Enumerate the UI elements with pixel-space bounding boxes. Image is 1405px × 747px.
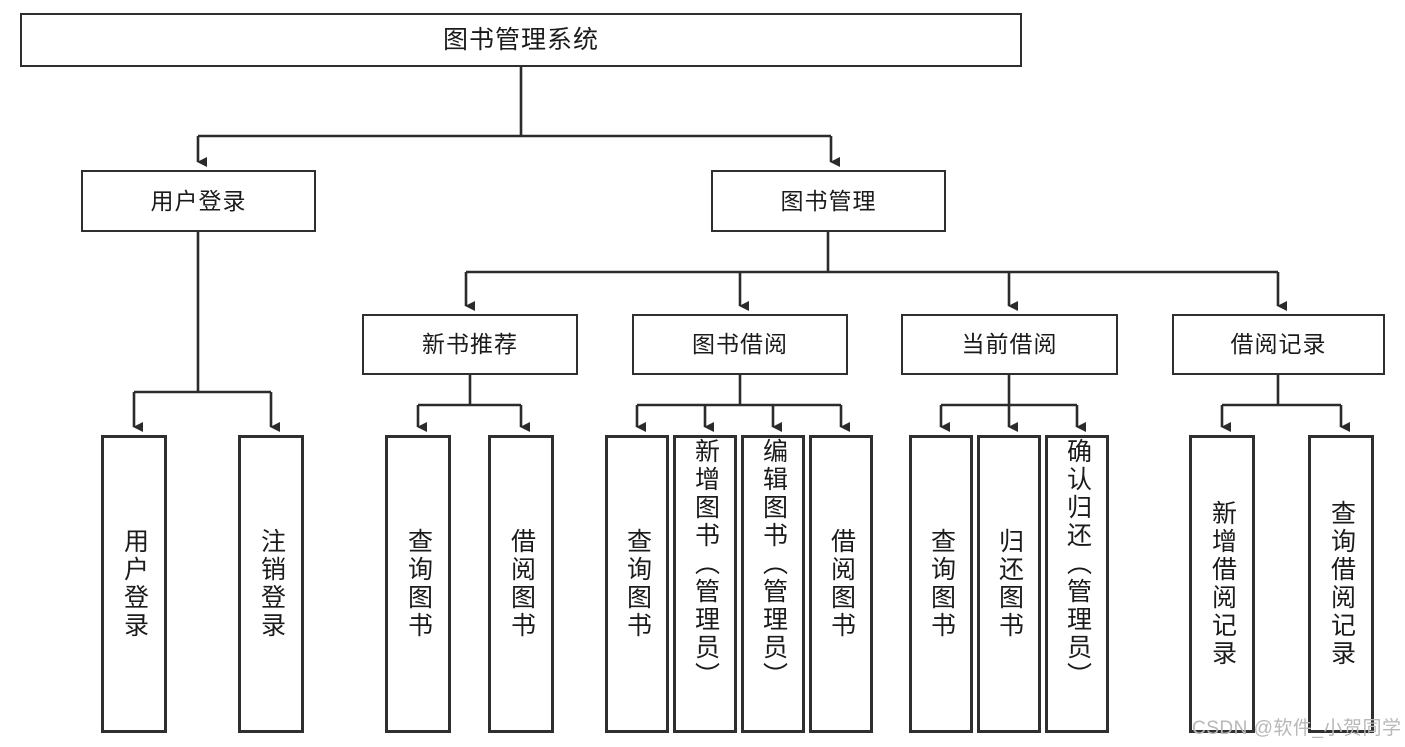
node-label: 查询图书 bbox=[927, 528, 956, 640]
node-leaf-user-login[interactable]: 用户登录 bbox=[101, 435, 167, 733]
node-label: 借阅图书 bbox=[507, 528, 536, 640]
node-new-book-recommend[interactable]: 新书推荐 bbox=[362, 314, 578, 375]
node-leaf-confirm-return-admin[interactable]: 确认归还（管理员） bbox=[1045, 435, 1109, 733]
node-label: 查询图书 bbox=[623, 528, 652, 640]
node-label: 用户登录 bbox=[150, 187, 247, 214]
node-leaf-return-books[interactable]: 归还图书 bbox=[977, 435, 1041, 733]
node-leaf-query-books-borrow[interactable]: 查询图书 bbox=[605, 435, 669, 733]
node-label: 新增借阅记录 bbox=[1208, 500, 1237, 668]
node-current-borrow[interactable]: 当前借阅 bbox=[901, 314, 1118, 375]
node-label: 图书借阅 bbox=[692, 331, 788, 358]
node-leaf-borrow-books-recommend[interactable]: 借阅图书 bbox=[488, 435, 554, 733]
node-label: 借阅图书 bbox=[827, 528, 856, 640]
node-leaf-query-books-current[interactable]: 查询图书 bbox=[909, 435, 973, 733]
node-user-login[interactable]: 用户登录 bbox=[81, 170, 316, 232]
watermark-text: CSDN @软件_小贺同学 bbox=[1192, 718, 1402, 739]
node-label: 用户登录 bbox=[120, 528, 149, 640]
node-label: 归还图书 bbox=[995, 528, 1024, 640]
node-label: 新书推荐 bbox=[422, 331, 518, 358]
node-label: 确认归还（管理员） bbox=[1063, 438, 1092, 690]
node-book-management[interactable]: 图书管理 bbox=[711, 170, 946, 232]
node-leaf-query-borrow-record[interactable]: 查询借阅记录 bbox=[1308, 435, 1374, 733]
node-leaf-logout[interactable]: 注销登录 bbox=[238, 435, 304, 733]
node-leaf-query-books-recommend[interactable]: 查询图书 bbox=[385, 435, 451, 733]
node-leaf-add-book-admin[interactable]: 新增图书（管理员） bbox=[673, 435, 737, 733]
node-leaf-add-borrow-record[interactable]: 新增借阅记录 bbox=[1189, 435, 1255, 733]
node-label: 新增图书（管理员） bbox=[691, 438, 720, 690]
node-root-book-management-system[interactable]: 图书管理系统 bbox=[20, 13, 1022, 67]
node-label: 当前借阅 bbox=[961, 331, 1058, 358]
node-label: 图书管理 bbox=[780, 187, 877, 214]
node-label: 图书管理系统 bbox=[442, 25, 599, 54]
node-label: 查询图书 bbox=[404, 528, 433, 640]
node-label: 查询借阅记录 bbox=[1327, 500, 1356, 668]
node-label: 注销登录 bbox=[257, 528, 286, 640]
node-borrow-records[interactable]: 借阅记录 bbox=[1172, 314, 1385, 375]
node-label: 编辑图书（管理员） bbox=[759, 438, 788, 690]
node-leaf-borrow-books[interactable]: 借阅图书 bbox=[809, 435, 873, 733]
node-leaf-edit-book-admin[interactable]: 编辑图书（管理员） bbox=[741, 435, 805, 733]
node-book-borrow[interactable]: 图书借阅 bbox=[632, 314, 848, 375]
node-label: 借阅记录 bbox=[1230, 331, 1327, 358]
